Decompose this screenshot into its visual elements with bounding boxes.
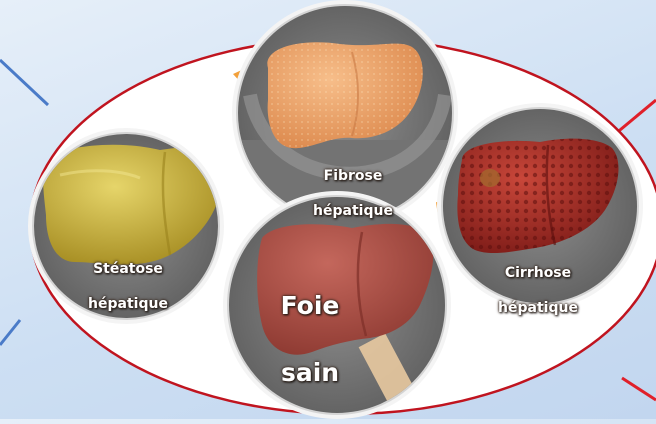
label-sain: Foie sain [270,255,350,424]
label-fibrose-line2: hépatique [303,203,403,221]
label-cirrhose-line1: Cirrhose [488,265,588,283]
connector-line-bottom-right [622,378,656,400]
label-cirrhose-line2: hépatique [488,300,588,318]
label-sain-line2: sain [270,356,350,390]
label-fibrose: Fibrose hépatique [303,150,403,238]
label-steatose-line1: Stéatose [78,261,178,279]
connector-line-top-left [0,60,48,105]
connector-line-bottom-left [0,320,20,345]
label-fibrose-line1: Fibrose [303,168,403,186]
label-steatose-line2: hépatique [78,296,178,314]
label-steatose: Stéatose hépatique [78,243,178,331]
label-sain-line1: Foie [270,289,350,323]
label-cirrhose: Cirrhose hépatique [488,247,588,335]
